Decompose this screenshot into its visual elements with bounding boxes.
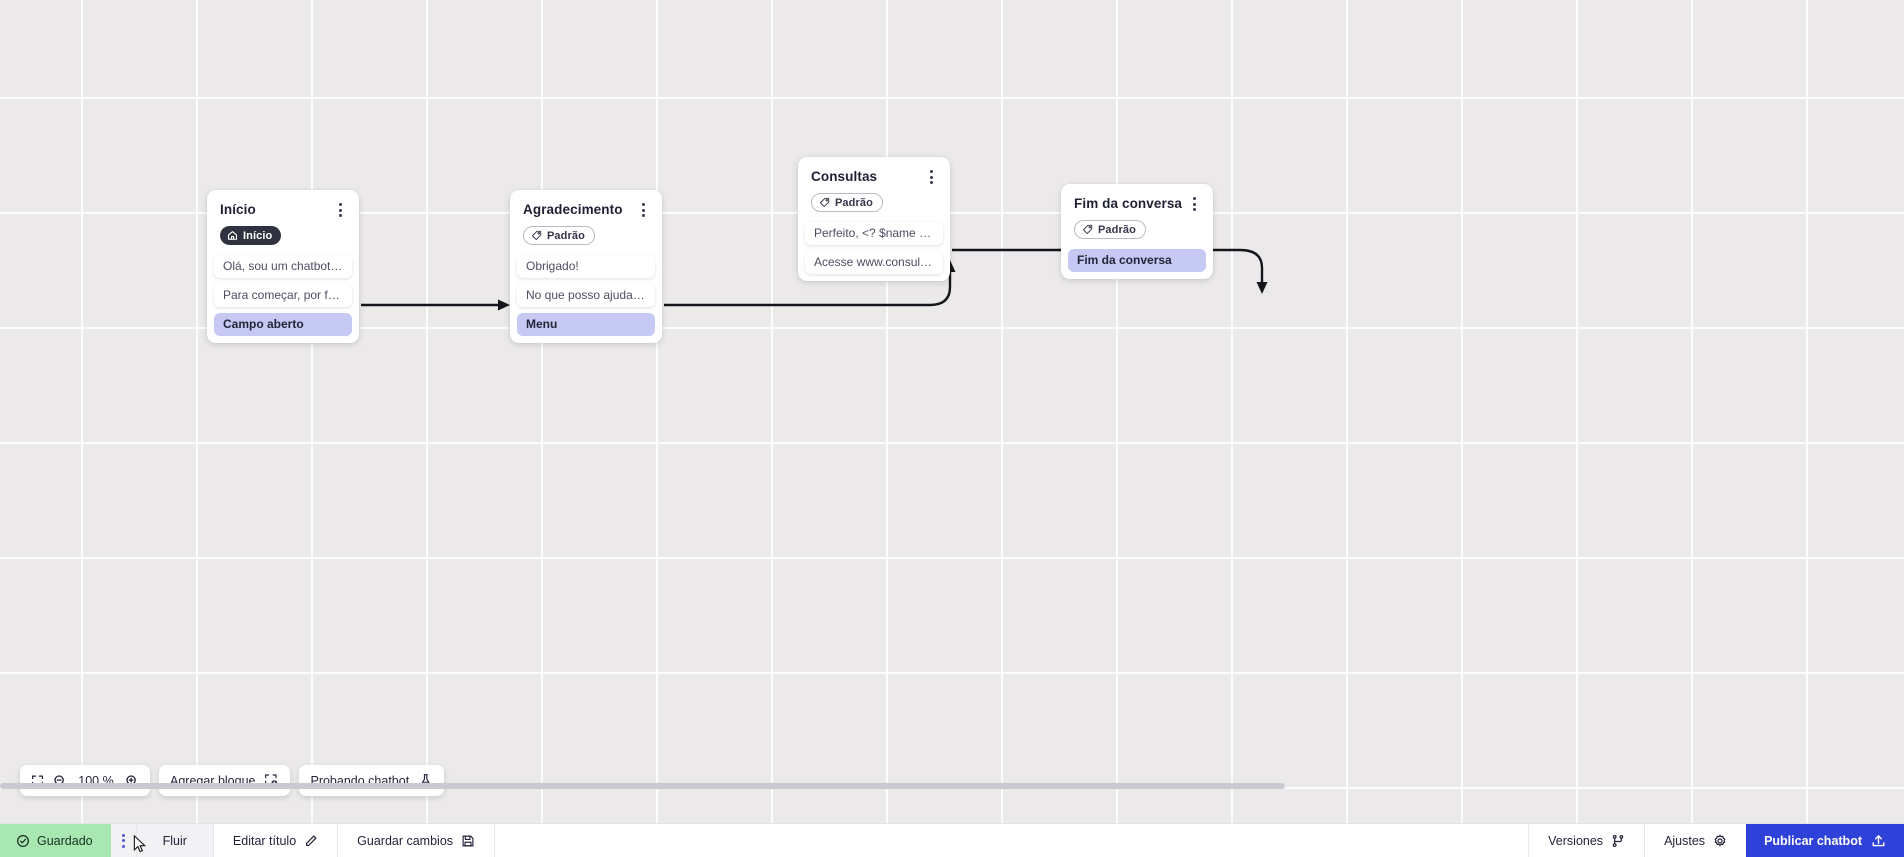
canvas-toolbar: 100 % Agregar bloque: [20, 765, 445, 796]
node-badges: Padrão: [798, 186, 950, 222]
tag-icon: [1082, 224, 1093, 235]
node-title: Fim da conversa: [1074, 196, 1183, 211]
tag-icon: [531, 230, 542, 241]
node-row[interactable]: No que posso ajudar, <? $name ...: [517, 284, 655, 307]
node-row-accent[interactable]: Campo aberto: [214, 313, 352, 336]
upload-icon: [1872, 835, 1885, 847]
save-changes-button[interactable]: Guardar cambios: [338, 824, 496, 857]
node-badge-label: Início: [243, 229, 273, 242]
kebab-menu-icon[interactable]: [110, 824, 137, 857]
pencil-icon: [306, 834, 317, 846]
horizontal-scrollbar[interactable]: [0, 783, 1285, 789]
node-rows: Obrigado! No que posso ajudar, <? $name …: [510, 255, 662, 336]
publish-chatbot-label: Publicar chatbot: [1764, 833, 1862, 848]
node-header: Início: [207, 190, 359, 219]
branch-icon: [1612, 834, 1624, 847]
edit-title-button[interactable]: Editar título: [214, 824, 339, 857]
node-header: Fim da conversa: [1061, 184, 1213, 213]
test-chatbot-button[interactable]: Probando chatbot: [299, 765, 445, 796]
fit-screen-icon[interactable]: [31, 774, 44, 787]
node-row[interactable]: Acesse www.consultas.com par...: [805, 251, 943, 274]
node-title: Agradecimento: [523, 202, 623, 217]
status-bar: Guardado Fluir Editar título Guardar cam…: [0, 823, 1904, 857]
tag-icon: [819, 197, 830, 208]
node-title: Início: [220, 202, 256, 217]
node-badge-label: Padrão: [1098, 223, 1136, 236]
node-row[interactable]: Para começar, por favor digite o ...: [214, 284, 352, 307]
node-menu-button[interactable]: [332, 201, 348, 219]
flow-node-consultas[interactable]: Consultas Padrão Perfeito, <? $name ?>! …: [798, 157, 950, 281]
node-menu-button[interactable]: [923, 168, 939, 186]
node-row[interactable]: Olá, sou um chatbot de teste!: [214, 255, 352, 278]
node-rows: Fim da conversa: [1061, 249, 1213, 272]
flow-canvas[interactable]: Início Início Olá, sou um chatbot de tes…: [0, 0, 1904, 823]
node-menu-button[interactable]: [635, 201, 651, 219]
status-bar-left: Guardado Fluir Editar título Guardar cam…: [0, 824, 496, 857]
flow-node-agradecimento[interactable]: Agradecimento Padrão Obrigado! No que po…: [510, 190, 662, 343]
flow-node-inicio[interactable]: Início Início Olá, sou um chatbot de tes…: [207, 190, 359, 343]
node-badge-padrao[interactable]: Padrão: [811, 193, 883, 212]
node-header: Consultas: [798, 157, 950, 186]
node-badge-padrao[interactable]: Padrão: [523, 226, 595, 245]
node-badge-inicio[interactable]: Início: [220, 226, 282, 245]
floppy-disk-icon: [462, 835, 474, 846]
add-block-button[interactable]: Agregar bloque: [159, 765, 291, 796]
mouse-cursor: [133, 835, 147, 853]
publish-chatbot-button[interactable]: Publicar chatbot: [1746, 824, 1904, 857]
status-bar-right: Versiones Ajustes Publicar chatbot: [1528, 824, 1904, 857]
tab-fluir[interactable]: Fluir: [136, 824, 214, 857]
zoom-controls: 100 %: [20, 765, 150, 796]
gear-icon: [1714, 834, 1726, 846]
node-row-accent[interactable]: Fim da conversa: [1068, 249, 1206, 272]
settings-button[interactable]: Ajustes: [1644, 824, 1746, 857]
flow-node-fim-da-conversa[interactable]: Fim da conversa Padrão Fim da conversa: [1061, 184, 1213, 279]
node-row[interactable]: Obrigado!: [517, 255, 655, 278]
saved-status-label: Guardado: [37, 833, 93, 848]
node-badge-padrao[interactable]: Padrão: [1074, 220, 1146, 239]
edit-title-label: Editar título: [232, 833, 297, 848]
saved-status-badge: Guardado: [0, 824, 111, 857]
node-menu-button[interactable]: [1186, 195, 1202, 213]
save-changes-label: Guardar cambios: [357, 833, 454, 848]
node-title: Consultas: [811, 169, 878, 184]
node-rows: Perfeito, <? $name ?>! Acesse www.consul…: [798, 222, 950, 274]
node-badges: Padrão: [1061, 213, 1213, 249]
node-badges: Início: [207, 219, 359, 255]
versions-label: Versiones: [1548, 833, 1604, 848]
node-badge-label: Padrão: [835, 196, 873, 209]
tab-fluir-label: Fluir: [162, 833, 187, 848]
home-icon: [227, 231, 238, 240]
node-header: Agradecimento: [510, 190, 662, 219]
node-row[interactable]: Perfeito, <? $name ?>!: [805, 222, 943, 245]
node-row-accent[interactable]: Menu: [517, 313, 655, 336]
node-badges: Padrão: [510, 219, 662, 255]
node-badge-label: Padrão: [547, 229, 585, 242]
node-rows: Olá, sou um chatbot de teste! Para começ…: [207, 255, 359, 336]
check-circle-icon: [17, 834, 29, 847]
flow-edges: [361, 248, 1268, 311]
versions-button[interactable]: Versiones: [1528, 824, 1644, 857]
settings-label: Ajustes: [1664, 833, 1706, 848]
